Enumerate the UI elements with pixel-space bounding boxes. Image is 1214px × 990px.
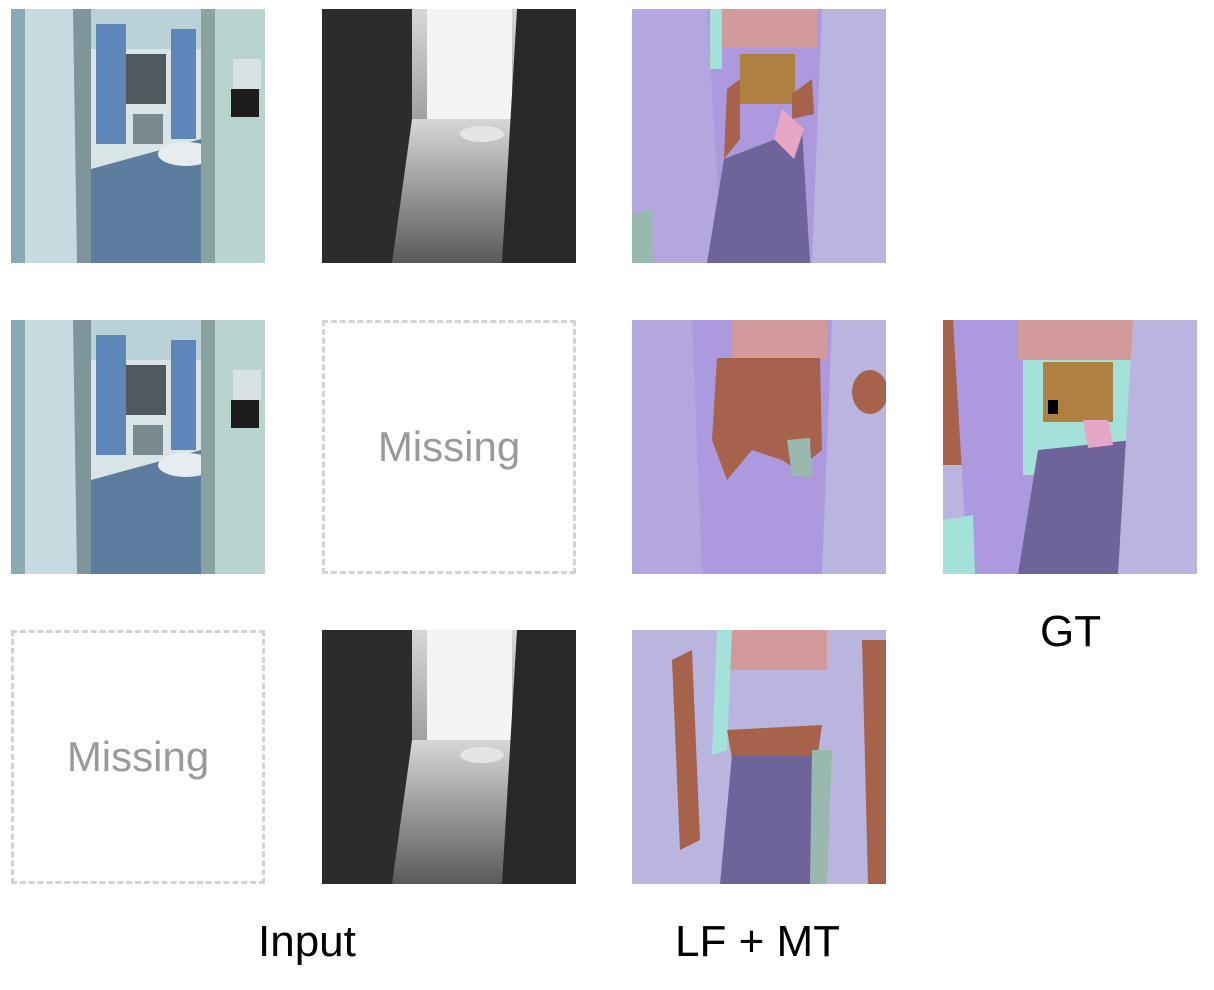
missing-label: Missing [66,733,210,780]
ground-truth-segmentation [943,320,1197,574]
caption-prediction: LF + MT [675,917,841,966]
missing-label: Missing [377,423,521,470]
missing-rgb-placeholder: Missing [11,630,265,884]
depth-input-image [322,630,576,884]
prediction-segmentation-row2 [632,320,886,574]
rgb-input-image [11,320,265,574]
missing-depth-placeholder: Missing [322,320,576,574]
depth-input-image [322,9,576,263]
caption-input: Input [258,917,356,966]
prediction-segmentation-row1 [632,9,886,263]
caption-ground-truth: GT [1040,607,1102,656]
rgb-input-image [11,9,265,263]
prediction-segmentation-row3 [632,630,886,884]
